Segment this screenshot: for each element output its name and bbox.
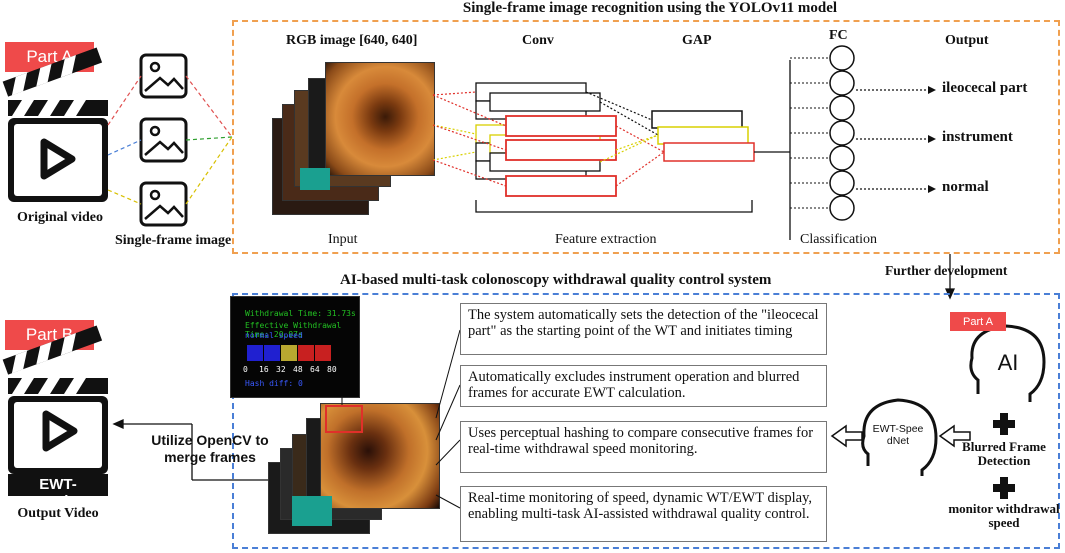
endoscopy-teal-overlay <box>300 168 330 190</box>
endoscopy-frame-main <box>325 62 435 176</box>
part-b-frame <box>232 293 1060 549</box>
image-icon <box>139 117 188 163</box>
further-development-label: Further development <box>885 263 1008 278</box>
image-icon <box>139 53 188 99</box>
clapperboard-icon-b <box>2 325 108 496</box>
overlay-highlight-box <box>325 405 363 433</box>
feature-box-2: Automatically excludes instrument operat… <box>460 365 827 407</box>
scale-48: 48 <box>293 365 303 374</box>
output-normal: normal <box>942 179 989 195</box>
ai-head-label: AI <box>997 350 1019 375</box>
hash-diff-text: Hash diff: 0 <box>245 379 303 388</box>
scale-80: 80 <box>327 365 337 374</box>
output-logo: EWT-SpeedNet <box>23 476 93 510</box>
speed-bar-red-2 <box>315 345 331 361</box>
label-classification: Classification <box>800 232 877 247</box>
part-a-title: Single-frame image recognition using the… <box>462 0 838 16</box>
output-video-label: Output Video <box>17 506 99 521</box>
col-rgb: RGB image [640, 640] <box>286 33 418 48</box>
speed-bar-red-1 <box>298 345 314 361</box>
scale-64: 64 <box>310 365 320 374</box>
label-input: Input <box>328 232 358 247</box>
col-conv: Conv <box>522 33 554 48</box>
image-icon <box>139 181 188 227</box>
video-to-frames-connectors <box>107 75 233 205</box>
single-frame-label: Single-frame image <box>115 233 232 248</box>
scale-16: 16 <box>259 365 269 374</box>
feature-box-4: Real-time monitoring of speed, dynamic W… <box>460 486 827 542</box>
part-b-title: AI-based multi-task colonoscopy withdraw… <box>340 272 772 288</box>
label-feature-extraction: Feature extraction <box>555 232 657 247</box>
col-gap: GAP <box>682 33 712 48</box>
col-output: Output <box>945 33 989 48</box>
endoscopy-teal-overlay <box>292 496 332 526</box>
speed-bar-blue-1 <box>247 345 263 361</box>
blurred-frame-label: Blurred Frame Detection <box>962 439 1046 468</box>
speed-bar-blue-2 <box>264 345 280 361</box>
part-a-tag: Part A <box>5 42 94 72</box>
scale-32: 32 <box>276 365 286 374</box>
speed-bar-yellow <box>281 345 297 361</box>
withdrawal-time-text: Withdrawal Time: 31.73s <box>245 309 356 318</box>
effective-time-text: Effective Withdrawal Time: 20.97s <box>245 321 342 339</box>
speednet-head-label: EWT-SpeedNet <box>872 423 924 447</box>
merge-label: Utilize OpenCV to merge frames <box>151 432 269 465</box>
output-ileocecal: ileocecal part <box>942 80 1028 96</box>
part-b-tag: Part B <box>5 320 94 350</box>
original-video-label: Original video <box>17 210 103 225</box>
output-instrument: instrument <box>942 129 1013 145</box>
feature-box-3: Uses perceptual hashing to compare conse… <box>460 421 827 473</box>
part-a-mini-tag: Part A <box>950 312 1006 331</box>
part-a-frame <box>232 20 1060 254</box>
col-fc: FC <box>829 28 848 43</box>
scale-0: 0 <box>243 365 248 374</box>
overlay-panel: Withdrawal Time: 31.73s Effective Withdr… <box>230 296 360 398</box>
monitor-speed-label: monitor withdrawal speed <box>948 501 1060 530</box>
feature-box-1: The system automatically sets the detect… <box>460 303 827 355</box>
speed-status-text: normal speed <box>245 331 303 340</box>
